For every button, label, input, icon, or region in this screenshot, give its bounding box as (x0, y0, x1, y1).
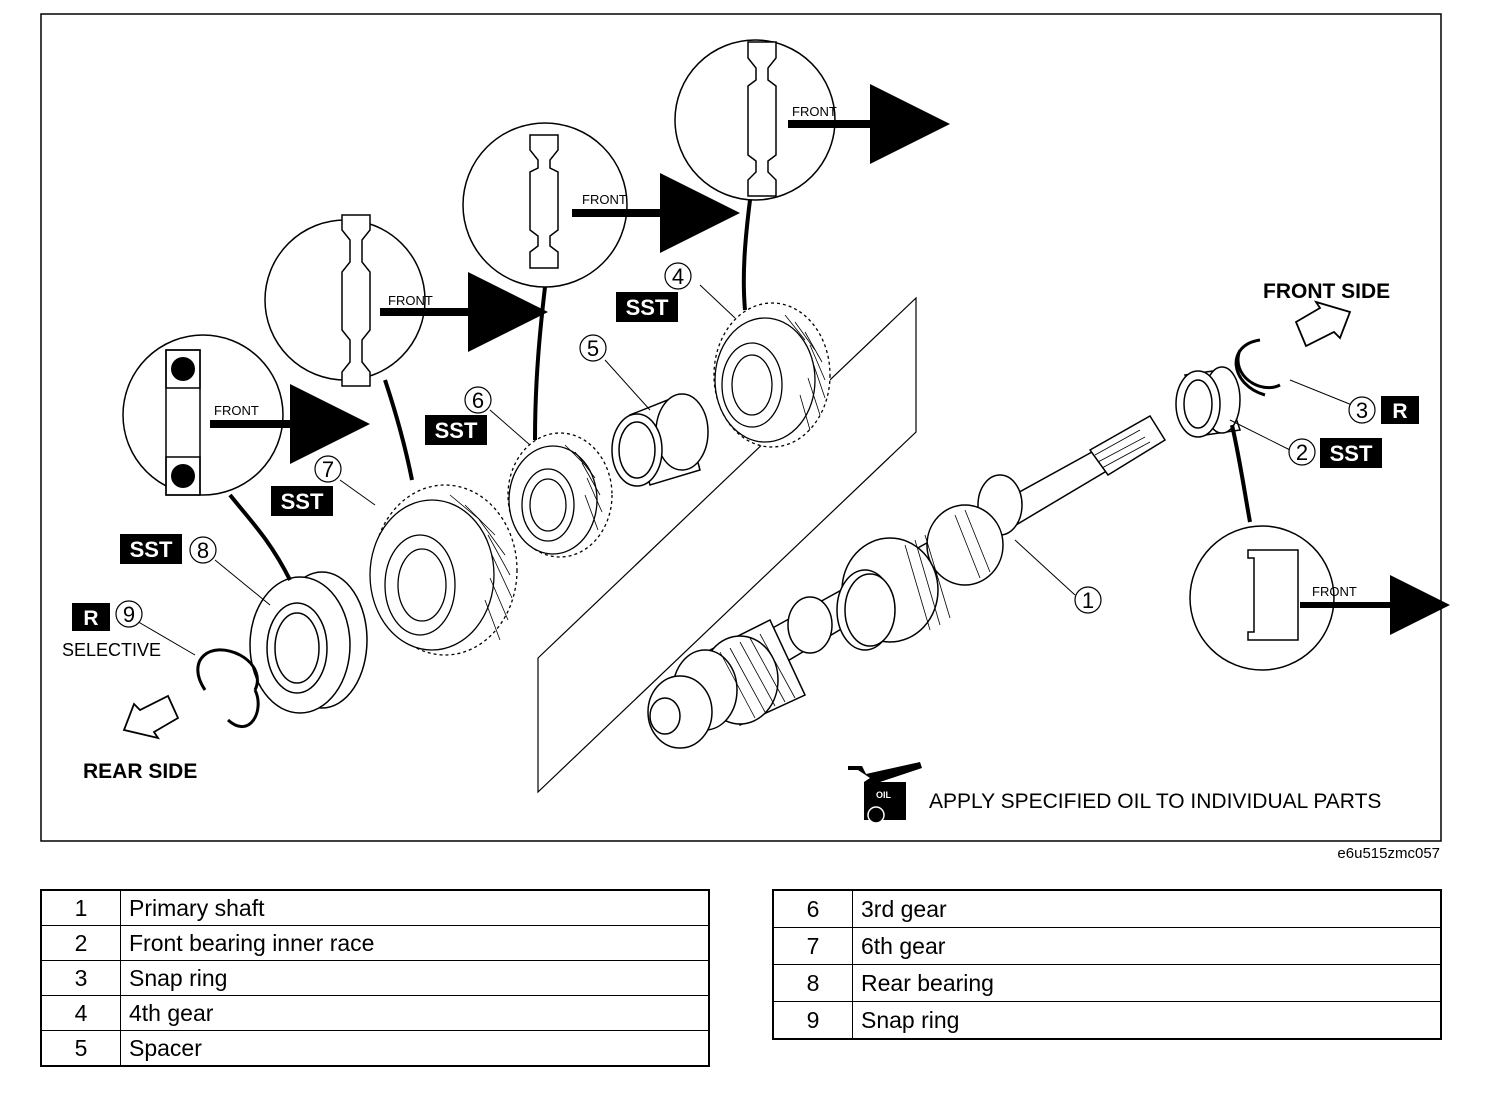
front-label-2: FRONT (1312, 584, 1357, 599)
table-row: 6 3rd gear (772, 889, 1442, 928)
legend-number: 6 (772, 889, 853, 928)
callout-2: 2 (1296, 440, 1308, 465)
rear-bearing (249, 571, 368, 714)
6th-gear (369, 484, 518, 656)
legend-part-name: Front bearing inner race (120, 925, 710, 961)
oil-can-icon: OIL (848, 762, 922, 824)
detail-circle-4th-gear (674, 39, 950, 311)
table-row: 4 4th gear (40, 995, 710, 1031)
callout-4: 4 (672, 264, 684, 289)
rear-side-arrow-icon (122, 694, 180, 740)
callout-9: 9 (123, 602, 135, 627)
legend-part-name: 6th gear (852, 927, 1442, 965)
legend-number: 2 (40, 925, 121, 961)
front-label-8: FRONT (214, 403, 259, 418)
r-badge-9: R (83, 607, 98, 630)
front-label-4: FRONT (792, 104, 837, 119)
diagram-frame (40, 13, 1442, 842)
table-row: 5 Spacer (40, 1030, 710, 1067)
detail-circle-front-bearing (1189, 424, 1450, 671)
legend-part-name: 4th gear (120, 995, 710, 1031)
r-badge-3: R (1392, 400, 1407, 423)
front-label-6: FRONT (582, 192, 627, 207)
detail-circle-6th-gear (264, 214, 548, 481)
legend-number: 3 (40, 960, 121, 996)
snap-ring-rear (196, 648, 260, 728)
table-row: 9 Snap ring (772, 1001, 1442, 1040)
front-side-arrow-icon (1294, 300, 1352, 348)
oil-instruction: APPLY SPECIFIED OIL TO INDIVIDUAL PARTS (929, 790, 1381, 813)
legend-part-name: Spacer (120, 1030, 710, 1067)
sst-badge-4: SST (626, 295, 669, 320)
detail-circle-3rd-gear (462, 122, 740, 441)
sst-badge-7: SST (281, 489, 324, 514)
legend-number: 8 (772, 964, 853, 1002)
callout-3: 3 (1356, 398, 1368, 423)
legend-number: 7 (772, 927, 853, 965)
legend-table-left: 1 Primary shaft 2 Front bearing inner ra… (40, 889, 710, 1067)
callout-1: 1 (1082, 588, 1094, 613)
selective-label: SELECTIVE (62, 640, 161, 660)
front-side-label: FRONT SIDE (1263, 280, 1390, 303)
snap-ring-front (1234, 338, 1281, 397)
front-bearing-inner-race (1175, 366, 1241, 438)
detail-circle-rear-bearing (122, 334, 370, 581)
legend-number: 1 (40, 889, 121, 926)
sst-badge-8: SST (130, 537, 173, 562)
rear-side-label: REAR SIDE (83, 760, 197, 783)
legend-number: 5 (40, 1030, 121, 1067)
front-label-7: FRONT (388, 293, 433, 308)
legend-part-name: Snap ring (852, 1001, 1442, 1040)
legend-number: 9 (772, 1001, 853, 1040)
callout-5: 5 (587, 336, 599, 361)
legend-part-name: Primary shaft (120, 889, 710, 926)
figure-code: e6u515zmc057 (1337, 845, 1440, 862)
primary-shaft (647, 414, 1167, 749)
legend-table-right: 6 3rd gear 7 6th gear 8 Rear bearing 9 S… (772, 889, 1442, 1040)
callout-6: 6 (472, 388, 484, 413)
sst-badge-6: SST (435, 418, 478, 443)
sst-badge-2: SST (1330, 441, 1373, 466)
4th-gear (713, 302, 831, 448)
table-row: 7 6th gear (772, 927, 1442, 965)
legend-part-name: Rear bearing (852, 964, 1442, 1002)
3rd-gear (507, 432, 613, 558)
table-row: 8 Rear bearing (772, 964, 1442, 1002)
spacer (611, 393, 709, 487)
table-row: 3 Snap ring (40, 960, 710, 996)
table-row: 2 Front bearing inner race (40, 925, 710, 961)
callout-7: 7 (322, 457, 334, 482)
legend-number: 4 (40, 995, 121, 1031)
exploded-diagram: FRONT FRONT FRONT FRONT FRONT 1 2 3 4 5 … (40, 13, 1450, 842)
legend-part-name: Snap ring (120, 960, 710, 996)
legend-part-name: 3rd gear (852, 889, 1442, 928)
svg-text:OIL: OIL (876, 790, 892, 800)
table-row: 1 Primary shaft (40, 889, 710, 926)
callout-8: 8 (197, 538, 209, 563)
